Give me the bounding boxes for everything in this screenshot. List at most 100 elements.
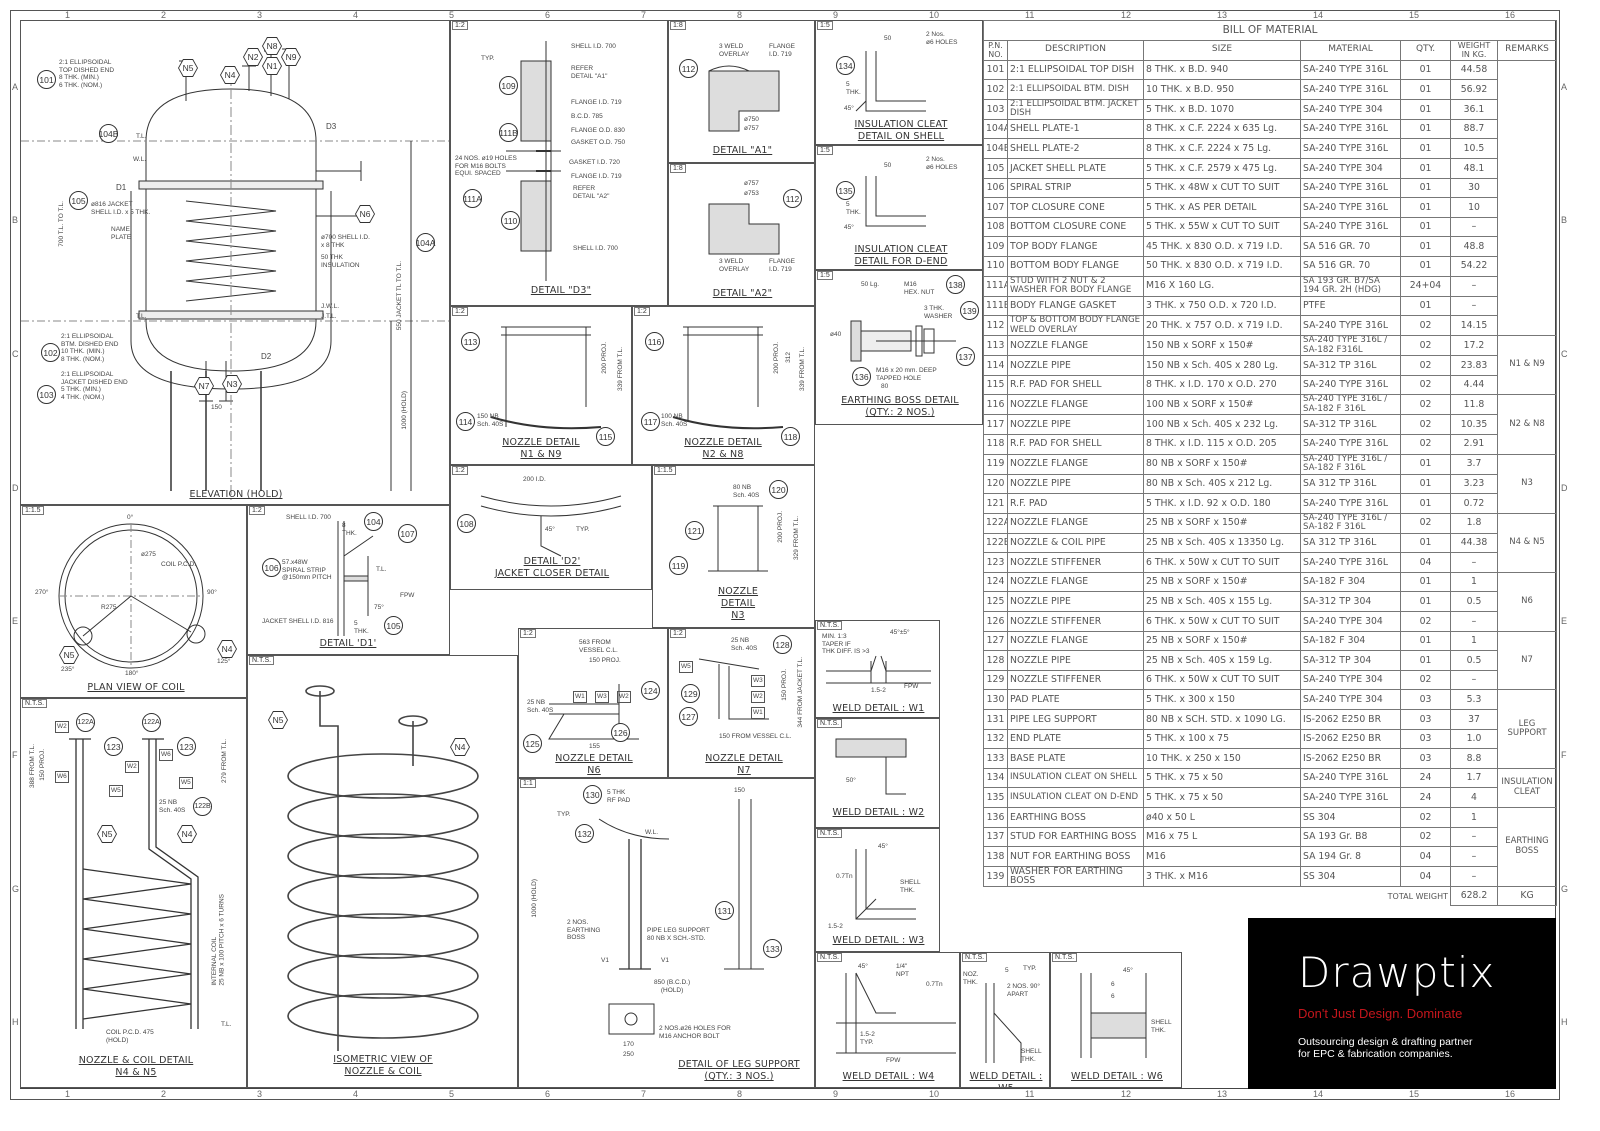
grid-number: 4 — [353, 1089, 359, 1099]
part-number-cell: 136 — [983, 807, 1008, 828]
weight-cell: 4 — [1450, 787, 1498, 808]
note: 200 I.D. — [523, 476, 546, 483]
callout-125: 125 — [523, 734, 542, 753]
note: 150 NB Sch. 40S — [477, 413, 504, 428]
scale-label: 1:1.5 — [654, 466, 676, 475]
note: ø757 — [744, 125, 759, 132]
detail-d2: 1:2 108 200 I.D. 45° TYP. DETAIL 'D2' JA… — [450, 465, 652, 590]
callout-134: 134 — [836, 56, 855, 75]
part-number-cell: 121 — [983, 493, 1008, 514]
scale-label: 1:2 — [249, 506, 265, 515]
part-number-cell: 119 — [983, 453, 1008, 475]
grid-letter: G — [12, 883, 20, 894]
size-cell: 5 THK. x 55W x CUT TO SUIT — [1143, 216, 1301, 238]
note: 563 FROM VESSEL C.L. — [579, 639, 618, 654]
dim-jacket: 550 JACKET TL TO T.L. — [396, 261, 403, 331]
quantity-cell: 01 — [1400, 571, 1451, 593]
material-cell: SA-240 TYPE 316L — [1300, 315, 1401, 337]
size-cell: 20 THK. x 757 O.D. x 719 I.D. — [1143, 315, 1301, 337]
note: M16 HEX. NUT — [904, 281, 935, 296]
part-number-cell: 131 — [983, 709, 1008, 730]
grid-letter: A — [12, 81, 19, 92]
nozzle-tag-n4: N4 — [450, 738, 470, 756]
part-number-cell: 123 — [983, 552, 1008, 573]
note: 279 FROM T.L. — [221, 739, 228, 783]
scale-label: N.T.S. — [1052, 953, 1078, 962]
nozzle-tag-n9: N9 — [281, 48, 301, 66]
size-cell: 5 THK. x 100 x 75 — [1143, 728, 1301, 750]
note: 150 PROJ. — [589, 657, 621, 664]
insulation-cleat-dend-detail: 1:5 135 50 2 Nos. ø6 HOLES 5 THK. 45° IN… — [815, 145, 983, 270]
weight-cell: 0.5 — [1450, 591, 1498, 613]
grid-number: 7 — [641, 1089, 647, 1099]
weight-cell: 3.23 — [1450, 473, 1498, 495]
note: 1.5-2 TYP. — [860, 1031, 875, 1046]
material-cell: SA 312 TP 316L — [1300, 532, 1401, 554]
note: 2 Nos. ø6 HOLES — [926, 31, 958, 46]
callout-124: 124 — [641, 681, 660, 700]
grid-letter: B — [12, 215, 19, 226]
description-cell: NOZZLE PIPE — [1007, 355, 1144, 376]
nozzle-tag-n5: N5 — [268, 711, 288, 729]
grid-letter: B — [1561, 215, 1568, 226]
note-jacket-shell: ø816 JACKET SHELL I.D. x 5 THK. — [91, 201, 151, 216]
bom-column-header: P.N. NO. — [983, 39, 1008, 61]
part-number-cell: 111B — [983, 295, 1008, 317]
note: 45° — [844, 105, 854, 112]
callout-115: 115 — [596, 427, 615, 446]
weight-cell: 1.0 — [1450, 728, 1498, 750]
angle-label: 0° — [127, 514, 134, 521]
callout-117: 117 — [641, 412, 660, 431]
callout-102: 102 — [41, 343, 60, 362]
material-cell: SA-182 F 304 — [1300, 630, 1401, 652]
part-number-cell: 101 — [983, 59, 1008, 81]
note: 57.x48W SPIRAL STRIP @150mm PITCH — [282, 559, 332, 581]
size-cell: 8 THK. x I.D. 115 x O.D. 205 — [1143, 433, 1301, 455]
insulation-cleat-shell-detail: 1:5 134 50 2 Nos. ø6 HOLES 5 THK. 45° IN… — [815, 20, 983, 145]
bom-column-header: SIZE — [1143, 39, 1301, 61]
material-cell: SA-240 TYPE 316L — [1300, 79, 1401, 100]
callout-104a: 104A — [416, 233, 435, 252]
quantity-cell: 01 — [1400, 118, 1451, 140]
size-cell: ø40 x 50 L — [1143, 807, 1301, 828]
part-number-cell: 106 — [983, 177, 1008, 199]
part-number-cell: 135 — [983, 787, 1008, 808]
size-cell: 5 THK. x B.D. 1070 — [1143, 98, 1301, 120]
weight-cell: 10.5 — [1450, 138, 1498, 159]
view-title: ISOMETRIC VIEW OF NOZZLE & COIL — [333, 1054, 433, 1077]
weld-tag: W6 — [55, 771, 69, 783]
note: GASKET I.D. 720 — [569, 159, 620, 166]
weight-cell: 10 — [1450, 197, 1498, 218]
detail-title: INSULATION CLEAT DETAIL ON SHELL — [854, 119, 948, 142]
grid-number: 11 — [1025, 1089, 1035, 1099]
angle-label: 125° — [217, 658, 231, 665]
material-cell: SA-240 TYPE 304 — [1300, 611, 1401, 632]
description-cell: 2:1 ELLIPSOIDAL BTM. JACKET DISH — [1007, 98, 1144, 120]
callout-101: 101 — [37, 70, 56, 89]
note: 25 NB Sch. 40S — [159, 799, 186, 814]
weld-detail-w1: N.T.S. MIN. 1:3 TAPER IF THK DIFF. IS >3… — [815, 620, 940, 718]
part-number-cell: 104B — [983, 138, 1008, 159]
size-cell: 25 NB x Sch. 40S x 155 Lg. — [1143, 591, 1301, 613]
note-top-dish: 2:1 ELLIPSOIDAL TOP DISHED END 8 THK. (M… — [59, 59, 115, 89]
quantity-cell: 01 — [1400, 79, 1451, 100]
note: ø757 — [744, 180, 759, 187]
callout-126: 126 — [611, 723, 630, 742]
quantity-cell: 01 — [1400, 157, 1451, 179]
weight-cell: 56.92 — [1450, 79, 1498, 100]
scale-label: 1:2 — [634, 307, 650, 316]
weld-detail-w4: N.T.S. 45° 1/4" NPT 0.7Tn 1.5-2 TYP. FPW… — [815, 952, 960, 1088]
material-cell: SA-240 TYPE 316L / SA-182 F 316L — [1300, 394, 1401, 416]
callout-110: 110 — [501, 211, 520, 230]
size-cell: 8 THK. x C.F. 2224 x 635 Lg. — [1143, 118, 1301, 140]
size-cell: M16 x 75 L — [1143, 826, 1301, 848]
quantity-cell: 02 — [1400, 414, 1451, 435]
description-cell: SHELL PLATE-1 — [1007, 118, 1144, 140]
part-number-cell: 133 — [983, 748, 1008, 769]
grid-letter: H — [12, 1017, 19, 1028]
material-cell: SA-240 TYPE 304 — [1300, 689, 1401, 711]
note: 45° — [858, 963, 868, 970]
detail-title: DETAIL "D3" — [530, 285, 592, 296]
